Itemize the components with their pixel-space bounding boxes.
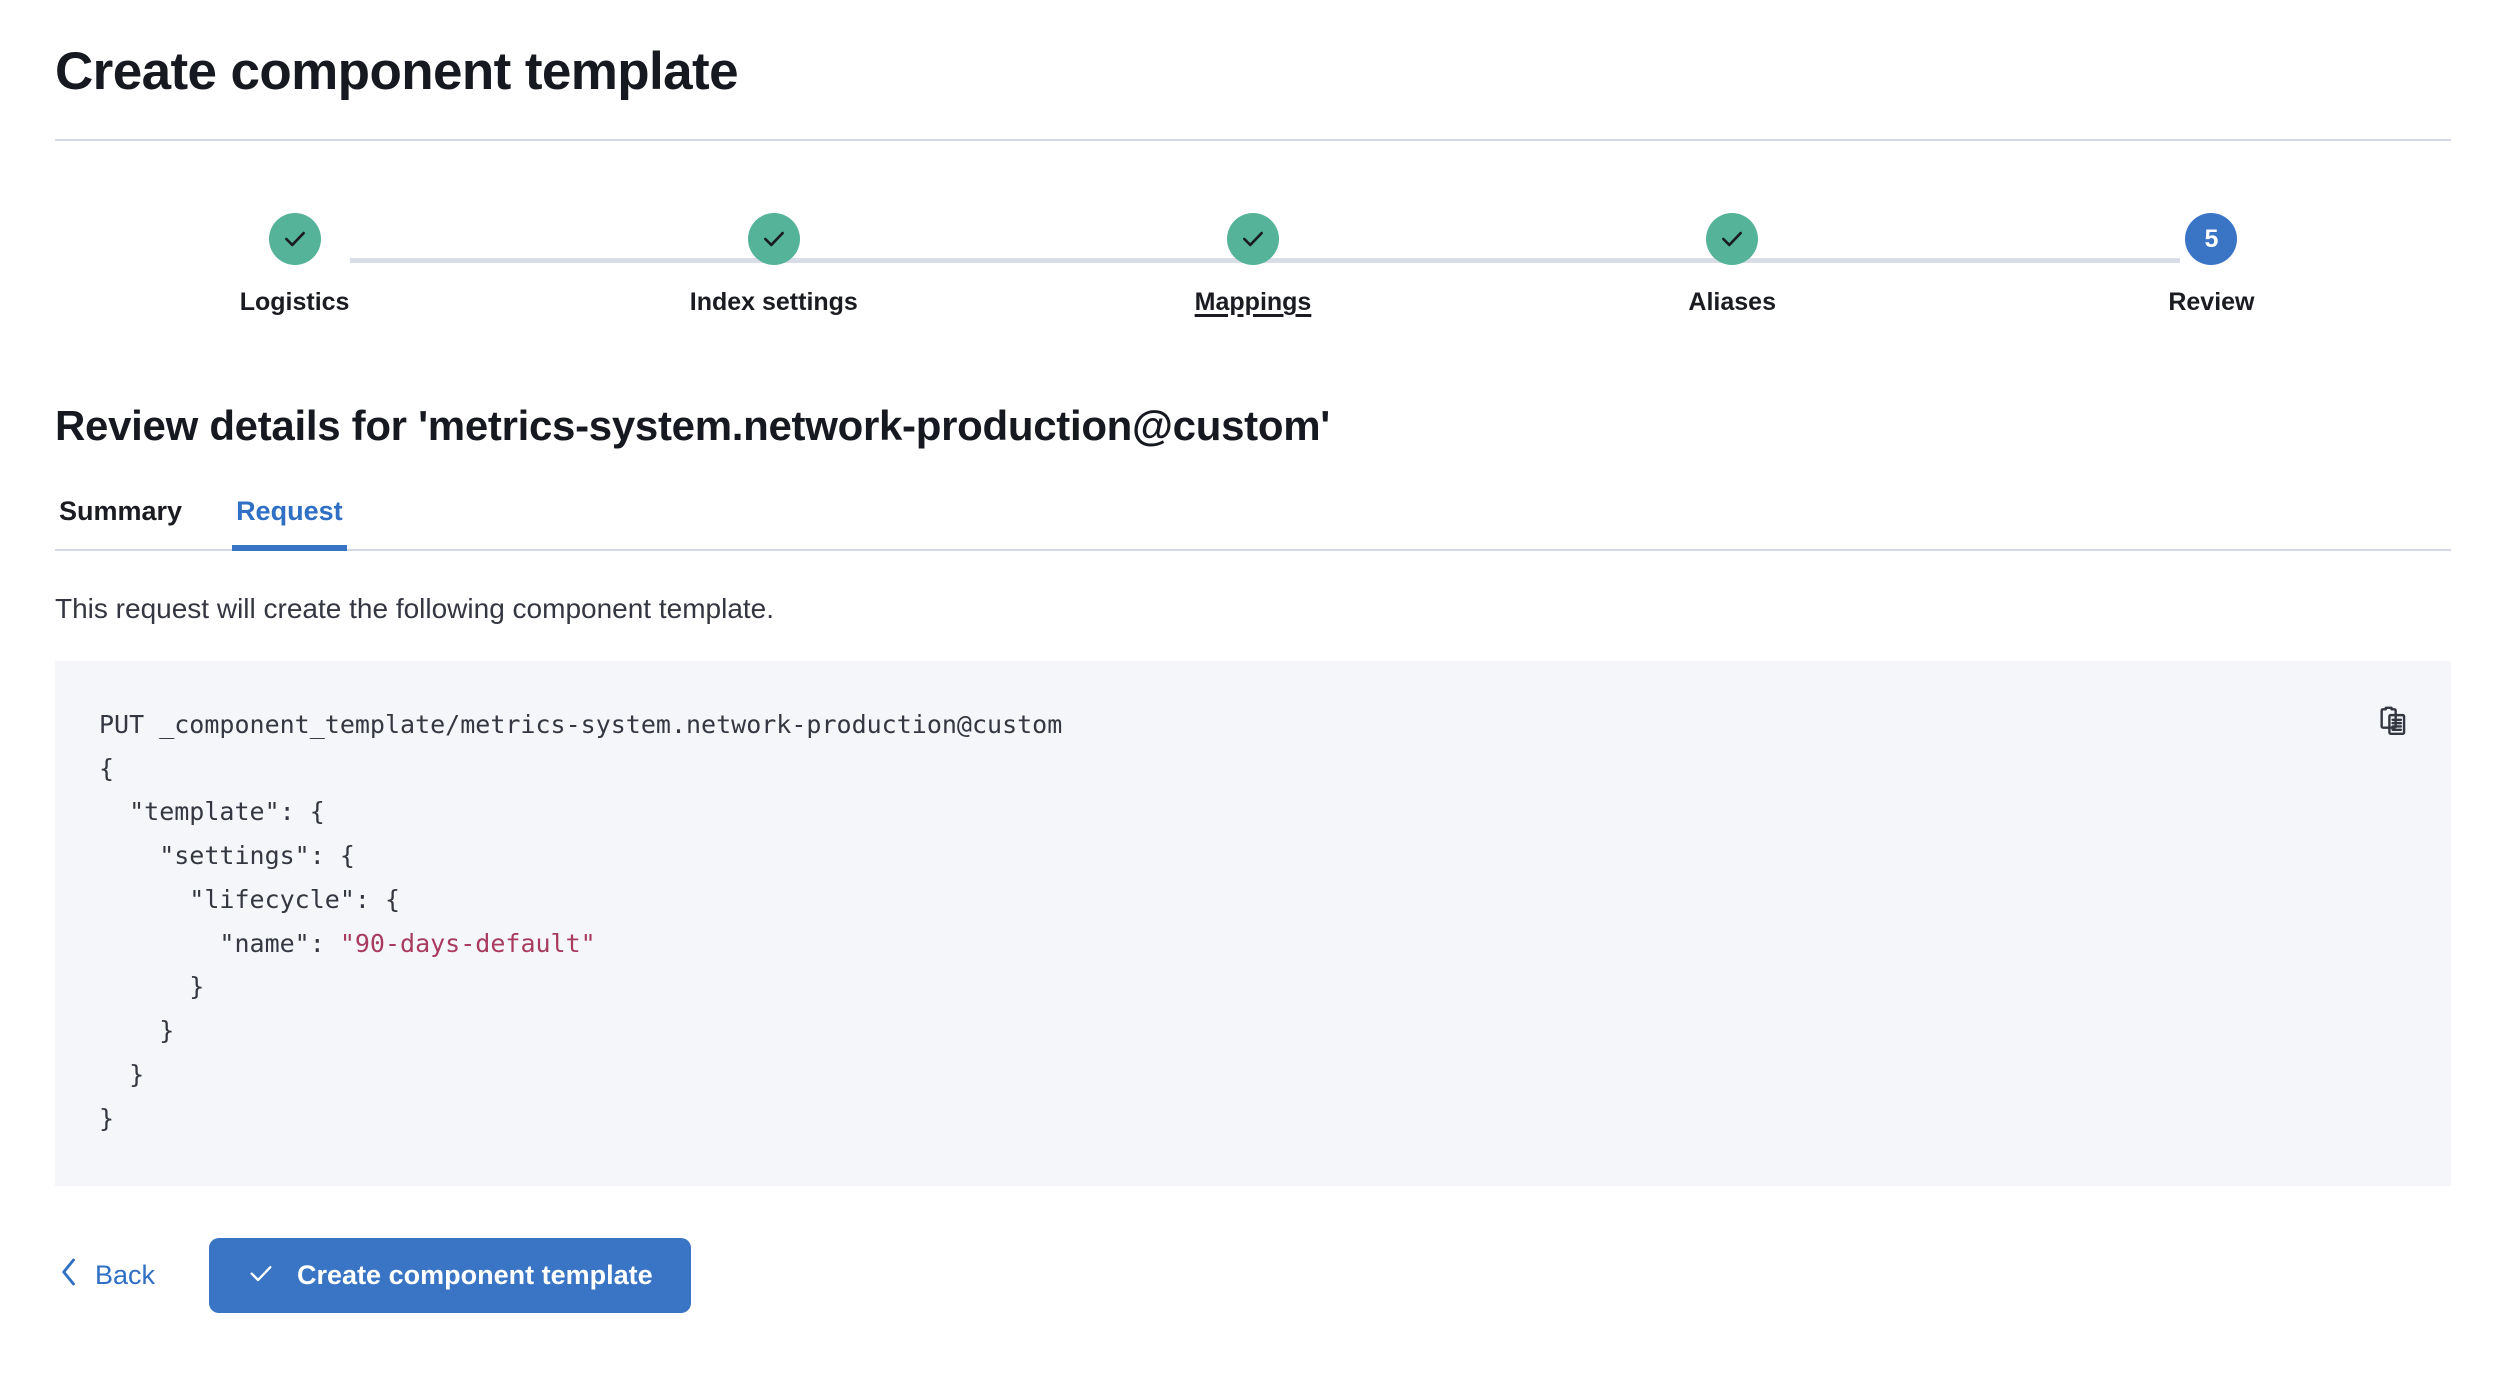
code-line-request: PUT _component_template/metrics-system.n… [99,709,1063,739]
step-logistics[interactable]: Logistics [55,213,534,317]
tab-request[interactable]: Request [232,496,347,551]
tab-summary[interactable]: Summary [55,496,186,549]
code-line-close-3: } [99,1059,145,1089]
code-line-open-brace: { [99,753,115,783]
request-code-panel: PUT _component_template/metrics-system.n… [55,660,2451,1187]
step-number: 5 [2204,224,2219,253]
back-button-label: Back [95,1260,156,1291]
step-label-aliases: Aliases [1688,288,1776,317]
step-review[interactable]: 5 Review [1972,213,2451,317]
code-line-close-1: } [99,972,205,1002]
wizard-actions: Back Create component template [55,1238,2451,1314]
step-label-review: Review [2168,288,2255,317]
step-label-logistics: Logistics [239,288,350,317]
request-code-block: PUT _component_template/metrics-system.n… [99,703,2407,1141]
review-tabs: Summary Request [55,496,2451,551]
code-line-close-2: } [99,1016,175,1046]
request-description: This request will create the following c… [55,592,775,624]
step-status-complete-icon [1227,213,1279,266]
step-status-current-badge: 5 [2185,213,2238,266]
code-line-name-key: "name": [99,928,340,958]
wizard-stepper: Logistics Index settings Mappings Aliase… [55,213,2451,343]
code-line-settings: "settings": { [99,841,355,871]
create-component-template-button[interactable]: Create component template [209,1238,691,1314]
create-component-template-label: Create component template [297,1260,653,1291]
step-status-complete-icon [747,213,800,266]
check-icon [247,1259,275,1292]
review-heading: Review details for 'metrics-system.netwo… [55,402,1330,450]
page-title: Create component template [55,42,739,101]
step-index-settings[interactable]: Index settings [534,213,1013,317]
stepper-steps: Logistics Index settings Mappings Aliase… [55,213,2451,317]
back-button[interactable]: Back [55,1251,159,1300]
title-divider [55,139,2451,142]
code-line-name-value: "90-days-default" [339,928,596,958]
step-aliases[interactable]: Aliases [1493,213,1972,317]
chevron-left-icon [59,1257,79,1294]
step-label-index-settings: Index settings [689,288,858,317]
code-line-template: "template": { [99,797,325,827]
step-label-mappings: Mappings [1194,288,1312,317]
copy-icon[interactable] [2371,699,2415,743]
code-line-lifecycle: "lifecycle": { [99,884,401,914]
step-status-complete-icon [1706,213,1759,266]
step-mappings[interactable]: Mappings [1013,213,1492,317]
step-status-complete-icon [268,213,321,266]
code-line-close-4: } [99,1103,115,1133]
